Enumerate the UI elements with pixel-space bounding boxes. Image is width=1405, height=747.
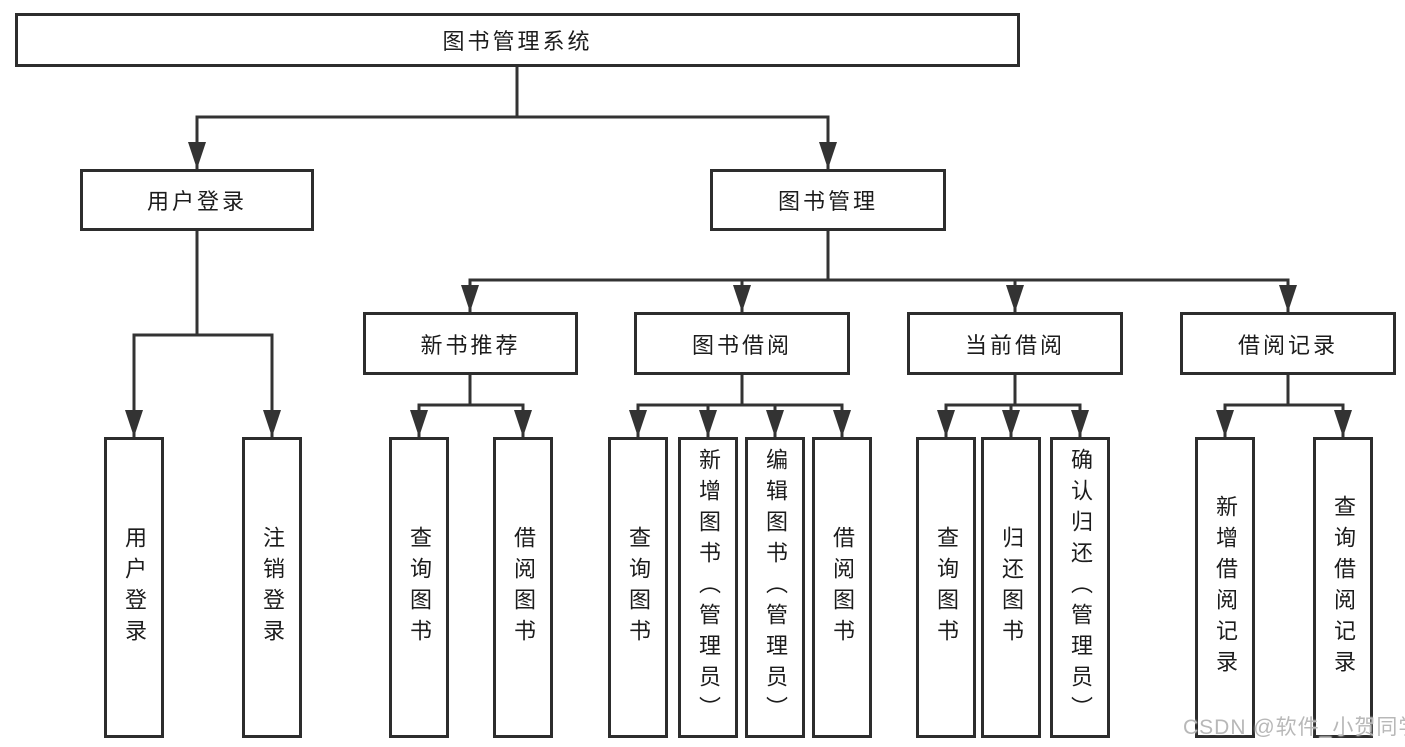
leaf-br-query-record: 查询借阅记录 (1313, 437, 1373, 738)
node-book-borrow: 图书借阅 (634, 312, 850, 375)
leaf-cb-confirm-return-admin: 确认归还（管理员） (1050, 437, 1110, 738)
leaf-cb-return-book: 归还图书 (981, 437, 1041, 738)
csdn-watermark: CSDN @软件_小贺同学 (1183, 716, 1405, 739)
node-user-login: 用户登录 (80, 169, 314, 231)
leaf-bb-borrow-book: 借阅图书 (812, 437, 872, 738)
node-new-book-recommend: 新书推荐 (363, 312, 578, 375)
leaf-logout: 注销登录 (242, 437, 302, 738)
leaf-nb-borrow-book: 借阅图书 (493, 437, 553, 738)
leaf-bb-query-book: 查询图书 (608, 437, 668, 738)
leaf-cb-query-book: 查询图书 (916, 437, 976, 738)
node-book-management: 图书管理 (710, 169, 946, 231)
leaf-user-login: 用户登录 (104, 437, 164, 738)
leaf-bb-add-book-admin: 新增图书（管理员） (678, 437, 738, 738)
leaf-br-add-record: 新增借阅记录 (1195, 437, 1255, 738)
leaf-bb-edit-book-admin: 编辑图书（管理员） (745, 437, 805, 738)
node-current-borrow: 当前借阅 (907, 312, 1123, 375)
node-borrow-records: 借阅记录 (1180, 312, 1396, 375)
leaf-nb-query-book: 查询图书 (389, 437, 449, 738)
node-root-library-system: 图书管理系统 (15, 13, 1020, 67)
